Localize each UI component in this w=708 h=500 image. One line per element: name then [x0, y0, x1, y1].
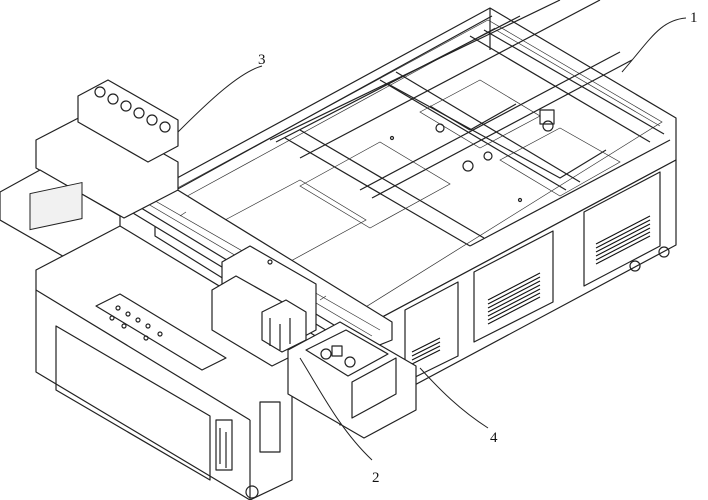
leader-lines [177, 17, 687, 461]
panel-buttons [109, 305, 163, 341]
left-end-unit [0, 79, 179, 267]
cabinet-door-left [404, 281, 459, 383]
electronics-box [287, 321, 417, 439]
callout-labels: 1 2 3 4 [258, 10, 698, 486]
caster-wheel [629, 260, 641, 272]
callout-4: 4 [490, 430, 498, 446]
ink-bottles [94, 86, 171, 133]
leader-2 [299, 357, 373, 461]
table-cross-beams [269, 0, 671, 247]
cabinet-door-right [583, 171, 661, 287]
control-panel [95, 293, 227, 371]
callout-1: 1 [690, 10, 698, 26]
leader-4 [419, 367, 489, 429]
vent-left [411, 337, 441, 365]
cabinet-door-middle [473, 230, 554, 343]
print-head-carriage [211, 245, 317, 367]
caster-wheel [245, 485, 259, 499]
vent-right [595, 215, 651, 265]
vent-middle [487, 272, 541, 325]
caster-wheel [658, 246, 670, 258]
leader-1 [621, 17, 687, 73]
callout-2: 2 [372, 470, 380, 486]
callout-3: 3 [258, 52, 266, 68]
leader-3 [177, 65, 263, 133]
